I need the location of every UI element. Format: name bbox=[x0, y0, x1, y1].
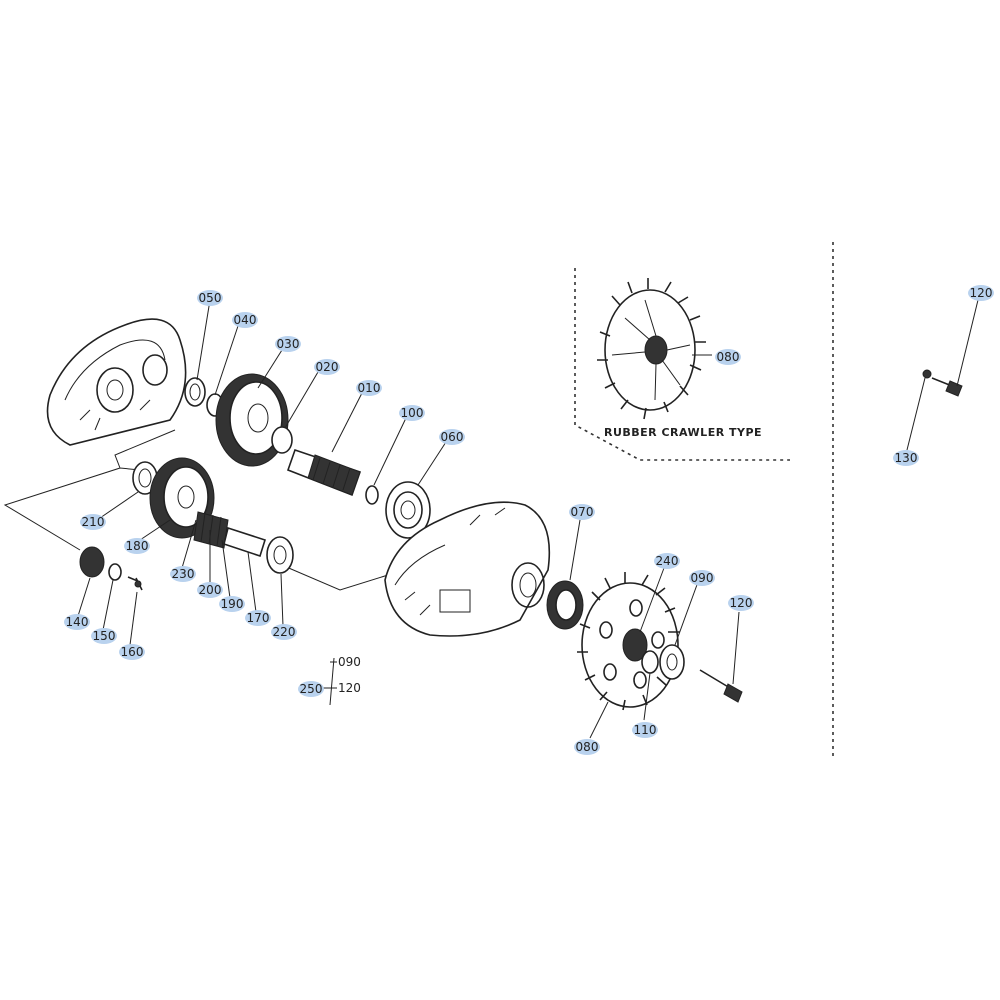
case-cover bbox=[46, 318, 187, 446]
rubber-crawler-inset-border bbox=[574, 268, 790, 461]
svg-text:080: 080 bbox=[576, 740, 599, 754]
label-180[interactable]: 180 bbox=[124, 538, 150, 554]
label-050[interactable]: 050 bbox=[197, 290, 223, 306]
label-150[interactable]: 150 bbox=[91, 628, 117, 644]
svg-text:010: 010 bbox=[358, 381, 381, 395]
label-130[interactable]: 130 bbox=[893, 450, 919, 466]
svg-text:210: 210 bbox=[82, 515, 105, 529]
svg-text:080: 080 bbox=[717, 350, 740, 364]
svg-text:050: 050 bbox=[199, 291, 222, 305]
label-060[interactable]: 060 bbox=[439, 429, 465, 445]
svg-text:180: 180 bbox=[126, 539, 149, 553]
label-070[interactable]: 070 bbox=[569, 504, 595, 520]
svg-text:140: 140 bbox=[66, 615, 89, 629]
svg-text:110: 110 bbox=[634, 723, 657, 737]
label-090[interactable]: 090 bbox=[689, 570, 715, 586]
part-050-ring bbox=[184, 377, 206, 407]
svg-text:090: 090 bbox=[691, 571, 714, 585]
svg-text:220: 220 bbox=[273, 625, 296, 639]
label-080[interactable]: 080 bbox=[574, 739, 600, 755]
part-230-pinion bbox=[193, 511, 229, 549]
label-190[interactable]: 190 bbox=[219, 596, 245, 612]
part-140-small-gear bbox=[79, 546, 105, 578]
part-labels: 050 040 030 020 010 100 060 210 bbox=[64, 285, 994, 755]
part-020-collar bbox=[271, 426, 293, 454]
label-250[interactable]: 250 bbox=[300, 682, 323, 696]
part-070-oil-seal bbox=[546, 580, 584, 630]
group-note-250: 090 250 120 bbox=[298, 655, 361, 697]
label-010[interactable]: 010 bbox=[356, 380, 382, 396]
label-110[interactable]: 110 bbox=[632, 722, 658, 738]
group-note-120: 120 bbox=[338, 681, 361, 695]
rubber-crawler-sprocket bbox=[597, 278, 706, 420]
part-120-bolt bbox=[699, 669, 743, 703]
part-170-shaft bbox=[223, 526, 266, 558]
svg-text:120: 120 bbox=[970, 286, 993, 300]
svg-text:170: 170 bbox=[247, 611, 270, 625]
svg-text:040: 040 bbox=[234, 313, 257, 327]
label-030[interactable]: 030 bbox=[275, 336, 301, 352]
part-060-bearing bbox=[385, 481, 431, 539]
label-230[interactable]: 230 bbox=[170, 566, 196, 582]
part-100-snap-ring bbox=[365, 485, 379, 505]
svg-text:020: 020 bbox=[316, 360, 339, 374]
label-020[interactable]: 020 bbox=[314, 359, 340, 375]
label-100[interactable]: 100 bbox=[399, 405, 425, 421]
part-090-bearing bbox=[659, 644, 685, 680]
gearbox-housing bbox=[384, 501, 551, 637]
svg-text:060: 060 bbox=[441, 430, 464, 444]
label-170[interactable]: 170 bbox=[245, 610, 271, 626]
svg-text:160: 160 bbox=[121, 645, 144, 659]
label-210[interactable]: 210 bbox=[80, 514, 106, 530]
leader-lines bbox=[77, 299, 979, 739]
rubber-crawler-caption: RUBBER CRAWLER TYPE bbox=[604, 426, 762, 439]
part-010-shaft bbox=[286, 448, 362, 497]
svg-text:240: 240 bbox=[656, 554, 679, 568]
label-080-rubber[interactable]: 080 bbox=[715, 349, 741, 365]
svg-text:200: 200 bbox=[199, 583, 222, 597]
group-note-090: 090 bbox=[338, 655, 361, 669]
label-200[interactable]: 200 bbox=[197, 582, 223, 598]
label-120[interactable]: 120 bbox=[728, 595, 754, 611]
part-110-collar bbox=[641, 650, 659, 674]
part-150-washer bbox=[108, 563, 122, 581]
svg-text:230: 230 bbox=[172, 567, 195, 581]
part-030-large-gear bbox=[215, 373, 289, 467]
part-130-bolt bbox=[922, 369, 963, 397]
svg-text:150: 150 bbox=[93, 629, 116, 643]
part-080-sprocket bbox=[577, 572, 680, 711]
label-240[interactable]: 240 bbox=[654, 553, 680, 569]
label-040[interactable]: 040 bbox=[232, 312, 258, 328]
svg-text:120: 120 bbox=[730, 596, 753, 610]
label-220[interactable]: 220 bbox=[271, 624, 297, 640]
part-220-bearing bbox=[266, 536, 294, 574]
svg-text:030: 030 bbox=[277, 337, 300, 351]
label-140[interactable]: 140 bbox=[64, 614, 90, 630]
svg-text:190: 190 bbox=[221, 597, 244, 611]
svg-text:130: 130 bbox=[895, 451, 918, 465]
label-120-right[interactable]: 120 bbox=[968, 285, 994, 301]
svg-text:100: 100 bbox=[401, 406, 424, 420]
part-160-bolt bbox=[127, 576, 143, 591]
label-160[interactable]: 160 bbox=[119, 644, 145, 660]
svg-text:070: 070 bbox=[571, 505, 594, 519]
